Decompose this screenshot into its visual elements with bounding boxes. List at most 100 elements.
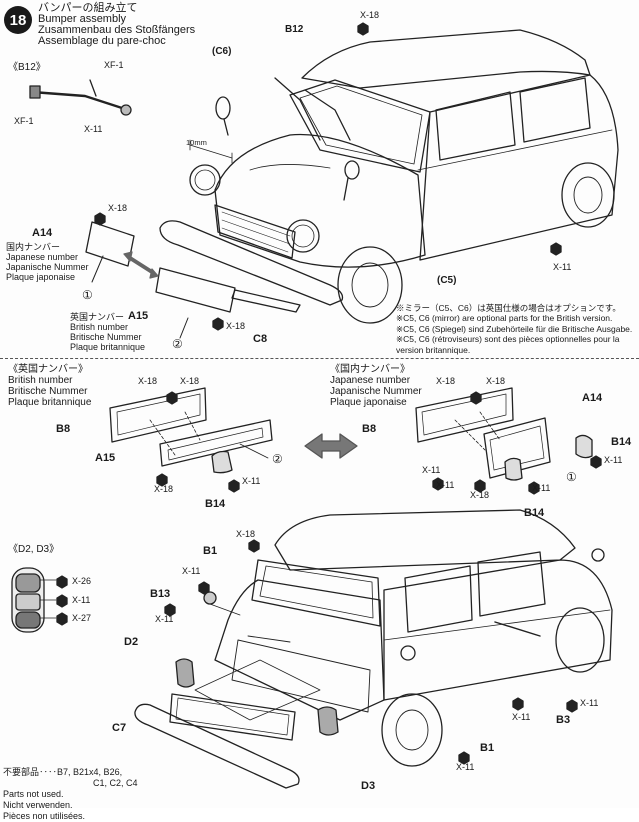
japanese-header-ja: 《国内ナンバー》 (330, 364, 410, 375)
a14-en: Japanese number (6, 252, 79, 262)
unused-parts-note: 不要部品‥‥B7, B21x4, B26, C1, C2, C4 Parts n… (3, 767, 138, 821)
unused-fr: Pièces non utilisées. (3, 811, 86, 821)
mirror-note-de: ※C5, C6 (Spiegel) sind Zubehörteile für … (396, 323, 633, 334)
rear-paint-x11-f: X-11 (436, 480, 455, 490)
a14-de: Japanische Nummer (6, 262, 89, 272)
japanese-step-marker: ① (566, 470, 577, 484)
british-header-en: British number (8, 375, 73, 386)
a15-paint-x18: X-18 (226, 321, 246, 331)
british-header-ja: 《英国ナンバー》 (8, 364, 88, 375)
a14-fr: Plaque japonaise (6, 272, 76, 282)
japanese-paint-x11-c: X-11 (532, 483, 551, 493)
british-paint-x11: X-11 (242, 476, 261, 486)
a15-description: 英国ナンバー British number Britische Nummer P… (70, 312, 145, 352)
a14-description: 国内ナンバー Japanese number Japanische Nummer… (6, 242, 89, 282)
japanese-b14-label-b: B14 (524, 507, 545, 519)
c6-mirror-label: (C6) (212, 46, 232, 57)
british-header-de: Britische Nummer (8, 386, 88, 397)
japanese-b8-label: B8 (362, 423, 377, 435)
british-paint-x18-a: X-18 (138, 376, 158, 386)
rear-b1-label-bottom: B1 (480, 742, 495, 754)
rear-paint-x11-a: X-11 (182, 566, 201, 576)
rear-paint-x11-d: X-11 (580, 698, 599, 708)
a14-ja: 国内ナンバー (6, 242, 61, 252)
step-title-fr: Assemblage du pare-choc (38, 35, 166, 47)
rear-paint-x11-c: X-11 (456, 762, 475, 772)
a15-step-marker: ② (172, 337, 183, 351)
british-paint-x18-c: X-18 (154, 484, 174, 494)
paint-markers-bottom (56, 539, 578, 765)
step-title-de: Zusammenbau des Stoßfängers (38, 24, 196, 36)
a14-part-code: A14 (32, 227, 53, 239)
unused-en: Parts not used. (3, 789, 64, 799)
rear-d3-label: D3 (361, 780, 376, 792)
a15-en: British number (70, 322, 129, 332)
rear-b1-label-top: B1 (203, 545, 218, 557)
d-paint-x27: X-27 (72, 613, 92, 623)
a15-part-code: A15 (128, 310, 149, 322)
d2-d3-detail-drawing (11, 567, 57, 633)
top-plates-drawing (85, 221, 236, 339)
step-number-badge: 18 (4, 6, 32, 34)
c8-bumper-label: C8 (253, 333, 268, 345)
rear-b3-label: B3 (556, 714, 571, 726)
a15-fr: Plaque britannique (70, 342, 146, 352)
japanese-plate-drawing (415, 387, 593, 481)
british-b8-label: B8 (56, 423, 71, 435)
rear-d2-label: D2 (124, 636, 139, 648)
mirror-note-en: ※C5, C6 (mirror) are optional parts for … (396, 313, 613, 324)
japanese-paint-x11-a: X-11 (604, 455, 623, 465)
d-paint-x26: X-26 (72, 576, 92, 586)
british-step-marker: ② (272, 452, 283, 466)
british-header-fr: Plaque britannique (8, 397, 92, 408)
d2-d3-detail-header: 《D2, D3》 (8, 544, 60, 555)
dimension-10mm: 10mm (186, 138, 207, 147)
unused-parts: B7, B21x4, B26, (57, 767, 123, 777)
b12-detail-header: 《B12》 (8, 62, 46, 73)
section-divider (0, 358, 639, 359)
british-paint-x18-b: X-18 (180, 376, 200, 386)
mirror-note-fr: ※C5, C6 (rétroviseurs) sont des pièces o… (396, 334, 620, 355)
british-b14-label: B14 (205, 498, 226, 510)
b12-paint-xf1-left: XF-1 (14, 116, 34, 126)
paint-markers-top (94, 22, 562, 331)
d-paint-x11: X-11 (72, 595, 91, 605)
rear-paint-x18: X-18 (236, 529, 256, 539)
japanese-header-fr: Plaque japonaise (330, 397, 407, 408)
a14-paint-x18: X-18 (108, 203, 128, 213)
british-plate-drawing (109, 387, 273, 474)
b12-paint-x11: X-11 (84, 124, 103, 134)
step-title-en: Bumper assembly (38, 13, 127, 25)
c5-mirror-label: (C5) (437, 275, 457, 286)
japanese-plate-header: 《国内ナンバー》 Japanese number Japanische Numm… (330, 364, 422, 408)
b12-wiper-label: B12 (285, 24, 304, 35)
swap-arrow (304, 433, 358, 459)
japanese-a14-label: A14 (582, 392, 603, 404)
car-rear-illustration (134, 509, 613, 789)
japanese-paint-x18-a: X-18 (436, 376, 456, 386)
rear-b13-label: B13 (150, 588, 171, 600)
rear-paint-x11-e: X-11 (512, 712, 531, 722)
mirror-note-ja: ※ミラー（C5、C6）は英国仕様の場合はオプションです。 (396, 303, 621, 313)
a15-ja: 英国ナンバー (70, 312, 125, 322)
top-paint-x18: X-18 (360, 10, 380, 20)
a15-de: Britische Nummer (70, 332, 142, 342)
rear-c7-label: C7 (112, 722, 127, 734)
unused-ja: 不要部品 (3, 767, 40, 777)
unused-de: Nicht verwenden. (3, 800, 73, 810)
japanese-paint-x11-b: X-11 (422, 465, 441, 475)
step-title-block: バンパーの組み立て Bumper assembly Zusammenbau de… (38, 3, 195, 47)
a14-step-marker: ① (82, 288, 93, 302)
japanese-paint-x18-c: X-18 (470, 490, 490, 500)
step-title-ja: バンパーの組み立て (38, 2, 138, 14)
british-plate-header: 《英国ナンバー》 British number Britische Nummer… (8, 364, 91, 408)
japanese-header-en: Japanese number (330, 375, 411, 386)
japanese-b14-label-a: B14 (611, 436, 632, 448)
japanese-header-de: Japanische Nummer (330, 386, 422, 397)
british-a15-label: A15 (95, 452, 116, 464)
b12-detail-drawing (29, 79, 132, 116)
rear-paint-x11-b: X-11 (155, 614, 174, 624)
unused-parts-2: C1, C2, C4 (93, 778, 138, 788)
